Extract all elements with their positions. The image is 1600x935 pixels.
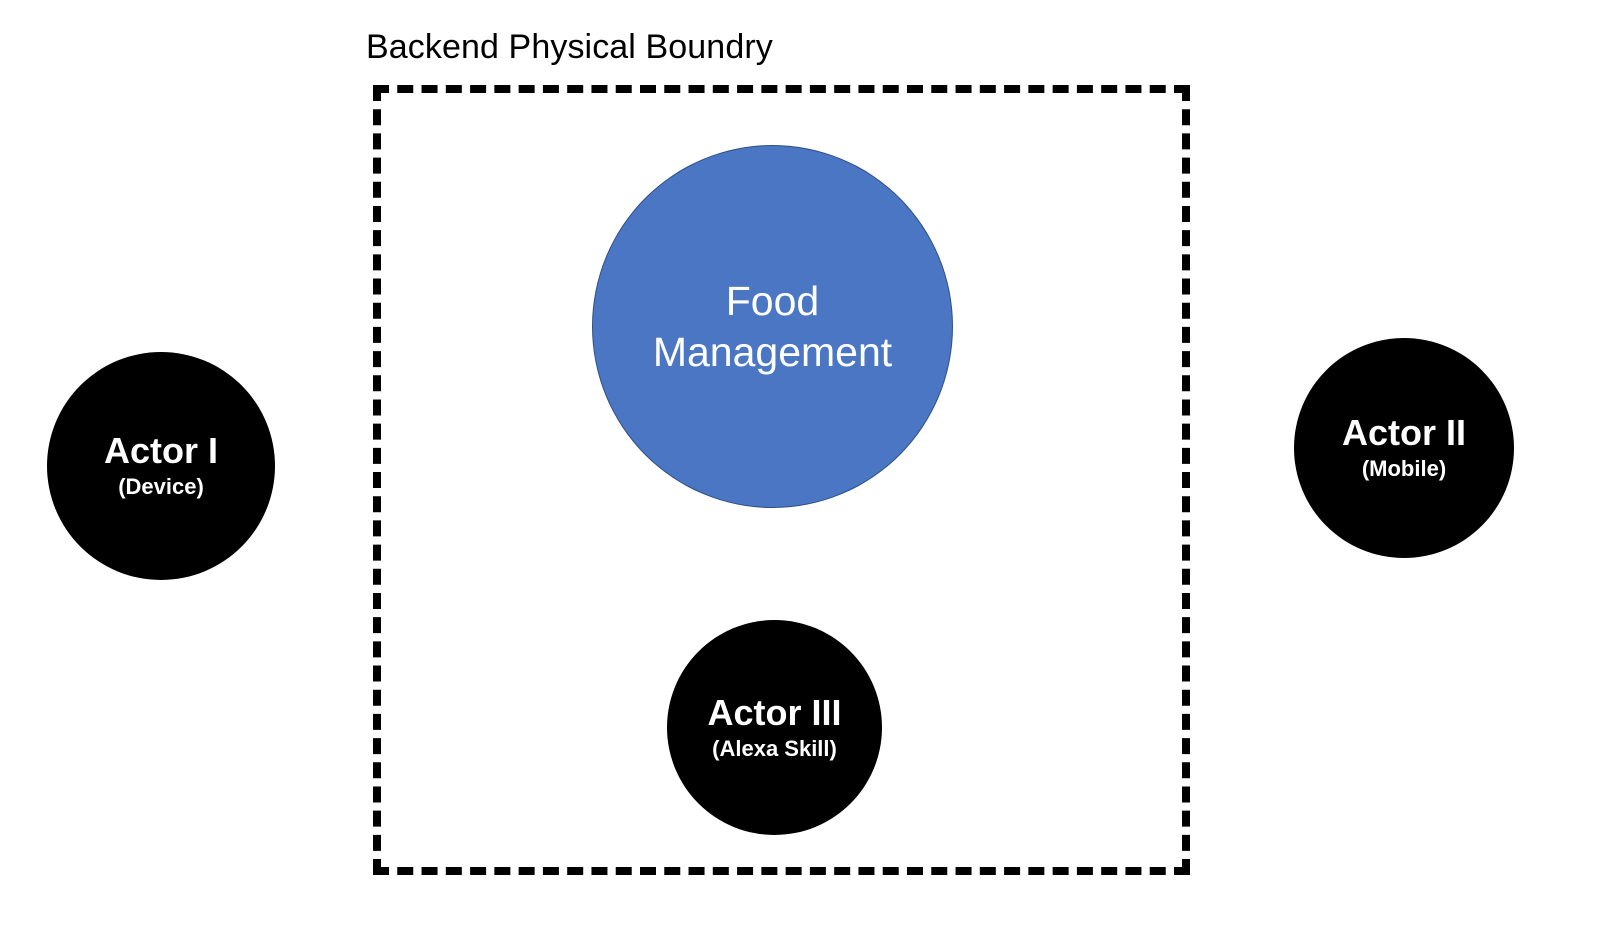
backend-physical-boundary-box — [373, 85, 1190, 875]
node-actor-3-subtitle: (Alexa Skill) — [712, 735, 837, 761]
node-actor-1-subtitle: (Device) — [118, 474, 204, 500]
node-actor-2-subtitle: (Mobile) — [1361, 456, 1447, 482]
node-food-management[interactable]: Food Management — [592, 145, 953, 508]
node-actor-3-title: Actor III — [707, 691, 842, 733]
boundary-title: Backend Physical Boundry — [366, 28, 773, 66]
node-actor-1-title: Actor I — [103, 430, 218, 472]
node-actor-2[interactable]: Actor II (Mobile) — [1294, 338, 1514, 558]
node-actor-1[interactable]: Actor I (Device) — [47, 352, 275, 580]
node-food-management-title: Food Management — [652, 278, 893, 375]
node-actor-3[interactable]: Actor III (Alexa Skill) — [667, 620, 882, 835]
node-actor-2-title: Actor II — [1341, 412, 1466, 454]
